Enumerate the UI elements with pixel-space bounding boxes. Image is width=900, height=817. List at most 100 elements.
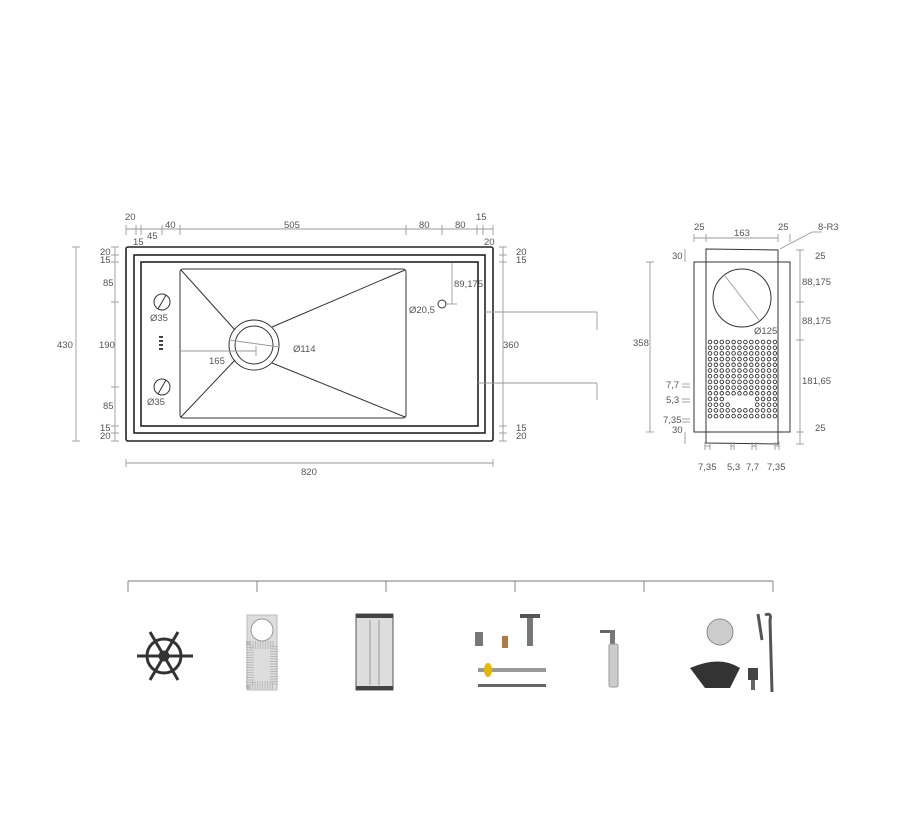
drain-inner [234,325,274,365]
perforation-dot [731,413,736,419]
small-hole [437,299,447,309]
perforation-dot [707,345,713,350]
perforation-dot [766,351,772,356]
perforation-dot [737,391,742,396]
perforation-dot [754,379,760,385]
dim-label: 20 [484,237,495,248]
perforation-dot [743,413,748,419]
perforation-dot [754,373,760,379]
perforation-dot [713,351,719,356]
dim-label: 15 [476,212,487,223]
sink-basin [179,268,407,419]
perforation-dot [766,413,772,419]
perforation-dot [719,345,725,350]
perforation-dot [772,345,778,350]
perforation-dot [766,345,772,350]
perforation-dot [749,351,754,356]
perforation-dot [737,351,742,356]
dim-label: 358 [633,338,649,349]
dim-label: 163 [734,228,750,239]
left-dimension-lines [72,246,119,442]
perforation-dot [713,379,719,385]
perforation-dot [754,391,760,396]
right-dimension-lines [478,246,598,442]
perforation-dot [725,402,730,407]
perforation-dot [719,402,725,407]
perforation-dot [766,373,772,379]
perforation-dot [743,345,748,350]
dim-label: 30 [672,425,683,436]
perforation-dot [772,339,778,345]
perforation-dot [754,413,760,419]
dim-label: 8-R3 [818,222,839,233]
perforation-dot [766,391,772,396]
dim-label: 7,35 [663,415,682,426]
perforation-dot [754,356,760,362]
perforation-dot [754,396,760,402]
perforation-dot [772,362,778,368]
perforation-dot [766,396,772,402]
drain-offset-label: 165 [209,356,225,367]
perforation-dot [731,373,736,379]
dim-label: 505 [284,220,300,231]
dim-label: 88,175 [802,316,831,327]
perforation-dot [772,391,778,396]
perforation-dot [731,362,736,368]
perforation-dot [731,385,736,390]
perforation-dot [725,385,730,390]
perforation-dot [772,385,778,390]
perforation-dot [719,408,725,413]
perforation-dot [713,391,719,396]
perforation-dot [731,379,736,385]
dim-label: 88,175 [802,277,831,288]
sink-outer-rim [125,246,494,442]
perforation-grid [707,339,778,419]
perforation-dot [766,379,772,385]
dim-label: 25 [815,423,826,434]
perforation-dot [731,368,736,373]
perforation-dot [743,351,748,356]
perforation-dot [737,362,742,368]
perforation-dot [754,368,760,373]
dim-label: Ø125 [754,326,777,337]
drain-rack-icon [137,631,193,681]
perforation-dot [760,345,766,350]
width-dimension-line [125,459,494,467]
perforation-dot [707,373,713,379]
perforation-dot [743,339,748,345]
perforation-dot [737,385,742,390]
perforation-dot [725,368,730,373]
dim-label: 360 [503,340,519,351]
perforation-dot [725,373,730,379]
perforation-dot [719,385,725,390]
perforation-dot [725,379,730,385]
perforation-dot [737,408,742,413]
perforation-dot [713,396,719,402]
perforation-dot [766,339,772,345]
perforation-dot [743,373,748,379]
dim-label: 25 [694,222,705,233]
perforation-dot [731,391,736,396]
drainboard-icon [355,613,394,691]
sink-deck [140,261,479,427]
sink-inner-rim [133,254,486,434]
perforation-dot [766,362,772,368]
dim-label: 820 [301,467,317,478]
perforation-dot [772,402,778,407]
perforation-dot [707,356,713,362]
small-hole-label: Ø20,5 [409,305,435,316]
perforation-dot [772,408,778,413]
perforation-dot [743,385,748,390]
perforation-dot [731,345,736,350]
perforation-dot [743,368,748,373]
dim-label: 7,35 [698,462,717,473]
perforation-dot [737,368,742,373]
perforation-dot [731,356,736,362]
perforation-dot [737,339,742,345]
tap-hole-label: Ø35 [147,397,165,408]
perforation-dot [749,408,754,413]
perforation-dot [713,373,719,379]
perforation-dot [743,356,748,362]
perforation-dot [749,368,754,373]
perforation-dot [760,362,766,368]
